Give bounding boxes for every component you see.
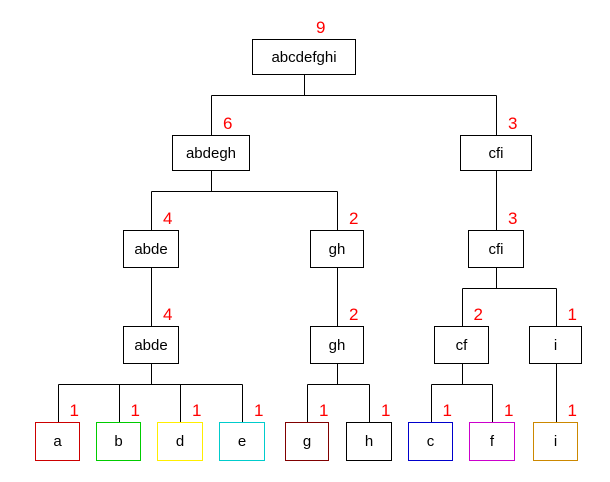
count-label-n8: 2 xyxy=(473,305,483,324)
tree-node-n5: cfi xyxy=(468,230,524,268)
tree-node-n6: abde xyxy=(123,326,179,364)
leaf-node-lf: f xyxy=(469,422,515,461)
tree-node-n1: abdegh xyxy=(172,135,250,171)
tree-node-n7: gh xyxy=(310,326,364,364)
tree-node-n4: gh xyxy=(310,230,364,268)
leaf-node-lb: b xyxy=(96,422,141,461)
count-label-lf: 1 xyxy=(504,401,514,420)
tree-node-n9: i xyxy=(529,326,582,364)
count-label-ld: 1 xyxy=(192,401,202,420)
count-label-n4: 2 xyxy=(349,209,359,228)
count-label-lb: 1 xyxy=(130,401,140,420)
tree-node-root: abcdefghi xyxy=(252,39,356,75)
leaf-node-la: a xyxy=(35,422,80,461)
count-label-n5: 3 xyxy=(508,209,518,228)
count-label-n7: 2 xyxy=(349,305,359,324)
tree-node-n3: abde xyxy=(123,230,179,268)
count-label-lh: 1 xyxy=(381,401,391,420)
count-label-n2: 3 xyxy=(508,114,518,133)
count-label-n6: 4 xyxy=(163,305,173,324)
leaf-node-li: i xyxy=(533,422,578,461)
leaf-node-lh: h xyxy=(346,422,392,461)
count-label-n9: 1 xyxy=(567,305,577,324)
count-label-la: 1 xyxy=(69,401,79,420)
tree-node-n2: cfi xyxy=(460,135,532,171)
count-label-root: 9 xyxy=(316,18,326,37)
count-label-n3: 4 xyxy=(163,209,173,228)
count-label-lc: 1 xyxy=(442,401,452,420)
tree-node-n8: cf xyxy=(434,326,489,364)
leaf-node-ld: d xyxy=(157,422,203,461)
leaf-node-lc: c xyxy=(408,422,453,461)
leaf-node-le: e xyxy=(219,422,265,461)
count-label-n1: 6 xyxy=(223,114,233,133)
count-label-le: 1 xyxy=(254,401,264,420)
count-label-li: 1 xyxy=(567,401,577,420)
count-label-lg: 1 xyxy=(319,401,329,420)
leaf-node-lg: g xyxy=(285,422,329,461)
